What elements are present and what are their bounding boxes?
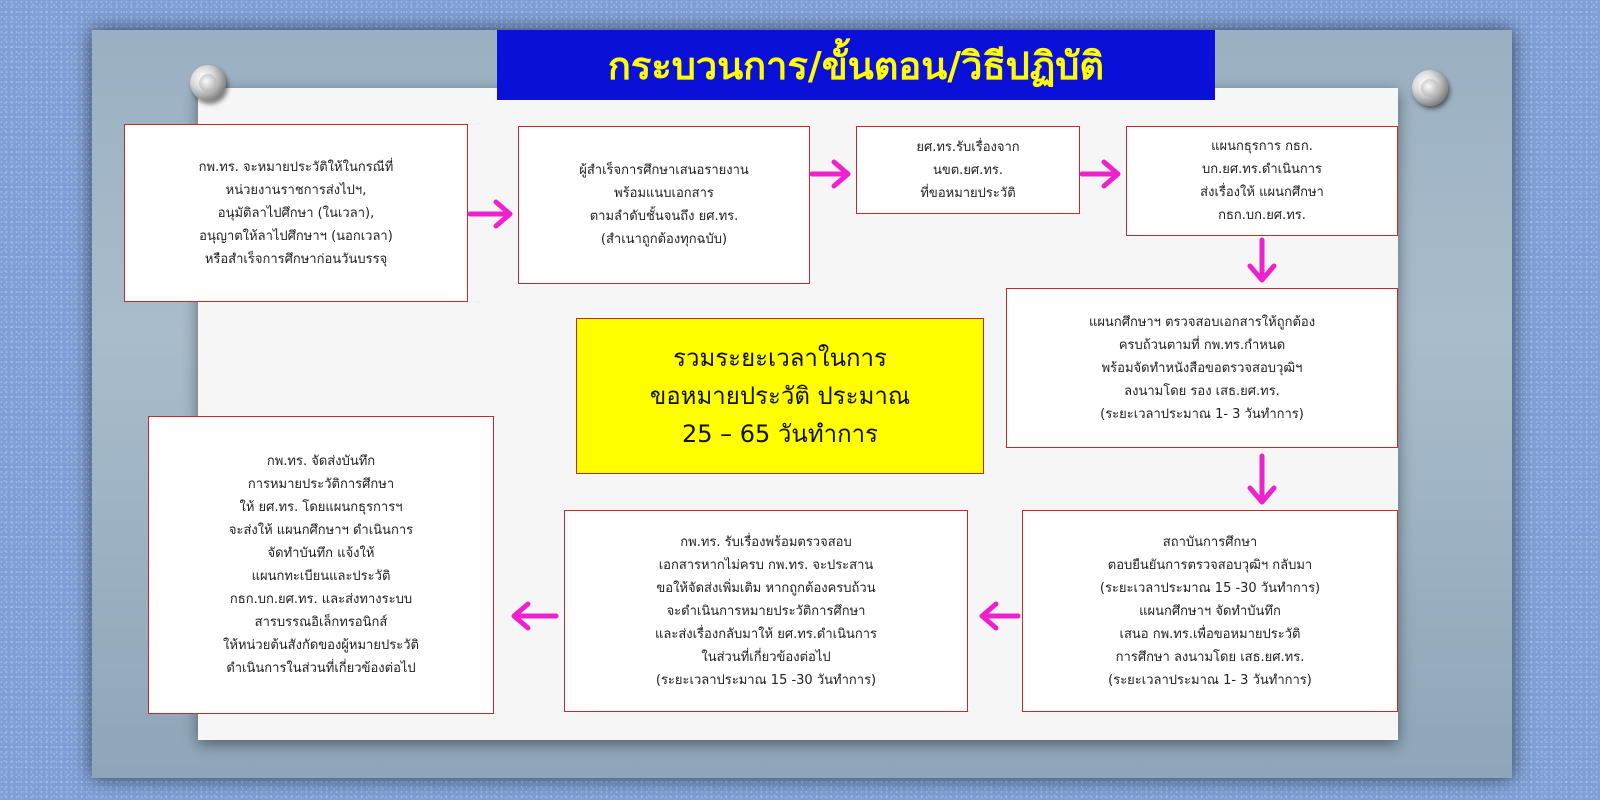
step-8-line: จะส่งให้ แผนกศึกษาฯ ดำเนินการ	[228, 523, 414, 538]
step-5-line: แผนกศึกษาฯ ตรวจสอบเอกสารให้ถูกต้อง	[1088, 314, 1316, 330]
step-6-line: แผนกศึกษาฯ จัดทำบันทึก	[1139, 603, 1281, 619]
step-3-box: ยศ.ทร.รับเรื่องจาก นขต.ยศ.ทร. ที่ขอหมายป…	[856, 126, 1080, 214]
step-3-line: นขต.ยศ.ทร.	[932, 162, 1004, 178]
step-4-line: ส่งเรื่องให้ แผนกศึกษา	[1200, 185, 1324, 200]
pushpin-right-icon	[1412, 70, 1448, 106]
step-2-line: ตามลำดับชั้นจนถึง ยศ.ทร.	[589, 209, 739, 224]
step-8-line: กพ.ทร. จัดส่งบันทึก	[266, 454, 376, 469]
step-8-line: แผนกทะเบียนและประวัติ	[251, 569, 391, 584]
step-5-line: ลงนามโดย รอง เสธ.ยศ.ทร.	[1124, 383, 1280, 399]
step-5-line: ครบถ้วนตามที่ กพ.ทร.กำหนด	[1118, 337, 1286, 353]
step-6-line: (ระยะเวลาประมาณ 15 -30 วันทำการ)	[1099, 580, 1321, 596]
step-2-line: ผู้สำเร็จการศึกษาเสนอรายงาน	[579, 163, 749, 178]
step-6-line: ตอบยืนยันการตรวจสอบวุฒิฯ กลับมา	[1107, 557, 1313, 573]
step-7-line: กพ.ทร. รับเรื่องพร้อมตรวจสอบ	[680, 534, 852, 550]
step-8-line: ดำเนินการในส่วนที่เกี่ยวข้องต่อไป	[226, 661, 416, 676]
step-6-line: สถาบันการศึกษา	[1162, 534, 1258, 550]
diagram-title: กระบวนการ/ขั้นตอน/วิธีปฏิบัติ	[497, 30, 1215, 100]
step-7-box: กพ.ทร. รับเรื่องพร้อมตรวจสอบ เอกสารหากไม…	[564, 510, 968, 712]
step-1-line: อนุมัติลาไปศึกษา (ในเวลา),	[217, 205, 375, 221]
step-7-line: และส่งเรื่องกลับมาให้ ยศ.ทร.ดำเนินการ	[655, 626, 877, 642]
step-8-line: กธก.บก.ยศ.ทร. และส่งทางระบบ	[229, 592, 413, 607]
step-1-line: อนุญาตให้ลาไปศึกษาฯ (นอกเวลา)	[199, 228, 393, 244]
step-8-line: ให้หน่วยต้นสังกัดของผู้หมายประวัติ	[223, 638, 419, 653]
total-duration-summary: รวมระยะเวลาในการ ขอหมายประวัติ ประมาณ 25…	[576, 318, 984, 474]
step-1-box: กพ.ทร. จะหมายประวัติให้ในกรณีที่ หน่วยงา…	[124, 124, 468, 302]
step-6-line: การศึกษา ลงนามโดย เสธ.ยศ.ทร.	[1115, 649, 1305, 665]
step-4-box: แผนกธุรการ กธก. บก.ยศ.ทร.ดำเนินการ ส่งเร…	[1126, 126, 1398, 236]
step-8-line: จัดทำบันทึก แจ้งให้	[267, 546, 375, 561]
pushpin-left-icon	[190, 65, 226, 101]
step-1-line: หน่วยงานราชการส่งไปฯ,	[225, 182, 367, 198]
step-1-line: หรือสำเร็จการศึกษาก่อนวันบรรจุ	[204, 251, 388, 267]
step-4-line: กธก.บก.ยศ.ทร.	[1218, 208, 1306, 223]
step-3-line: ยศ.ทร.รับเรื่องจาก	[916, 139, 1020, 155]
step-8-box: กพ.ทร. จัดส่งบันทึก การหมายประวัติการศึก…	[148, 416, 494, 714]
step-5-line: พร้อมจัดทำหนังสือขอตรวจสอบวุฒิฯ	[1101, 360, 1303, 376]
step-8-line: สารบรรณอิเล็กทรอนิกส์	[254, 615, 388, 630]
step-5-line: (ระยะเวลาประมาณ 1- 3 วันทำการ)	[1100, 406, 1304, 422]
step-2-line: (สำเนาถูกต้องทุกฉบับ)	[600, 232, 728, 247]
step-7-line: (ระยะเวลาประมาณ 15 -30 วันทำการ)	[655, 672, 877, 688]
step-5-box: แผนกศึกษาฯ ตรวจสอบเอกสารให้ถูกต้อง ครบถ้…	[1006, 288, 1398, 448]
step-7-line: เอกสารหากไม่ครบ กพ.ทร. จะประสาน	[658, 557, 874, 573]
step-7-line: ในส่วนที่เกี่ยวข้องต่อไป	[701, 649, 831, 665]
step-7-line: จะดำเนินการหมายประวัติการศึกษา	[666, 603, 866, 619]
summary-line: ขอหมายประวัติ ประมาณ	[649, 382, 911, 410]
step-4-line: แผนกธุรการ กธก.	[1211, 139, 1313, 154]
step-8-line: การหมายประวัติการศึกษา	[247, 477, 395, 492]
step-3-line: ที่ขอหมายประวัติ	[920, 185, 1016, 201]
summary-line: 25 – 65 วันทำการ	[681, 420, 879, 448]
step-6-line: เสนอ กพ.ทร.เพื่อขอหมายประวัติ	[1119, 626, 1301, 642]
summary-line: รวมระยะเวลาในการ	[673, 344, 887, 372]
step-2-line: พร้อมแนบเอกสาร	[614, 186, 714, 201]
step-6-line: (ระยะเวลาประมาณ 1- 3 วันทำการ)	[1108, 672, 1312, 688]
step-7-line: ขอให้จัดส่งเพิ่มเติม หากถูกต้องครบถ้วน	[656, 580, 876, 596]
step-4-line: บก.ยศ.ทร.ดำเนินการ	[1201, 162, 1323, 177]
step-1-line: กพ.ทร. จะหมายประวัติให้ในกรณีที่	[198, 159, 394, 175]
step-8-line: ให้ ยศ.ทร. โดยแผนกธุรการฯ	[239, 500, 403, 515]
step-2-box: ผู้สำเร็จการศึกษาเสนอรายงาน พร้อมแนบเอกส…	[518, 126, 810, 284]
step-6-box: สถาบันการศึกษา ตอบยืนยันการตรวจสอบวุฒิฯ …	[1022, 510, 1398, 712]
